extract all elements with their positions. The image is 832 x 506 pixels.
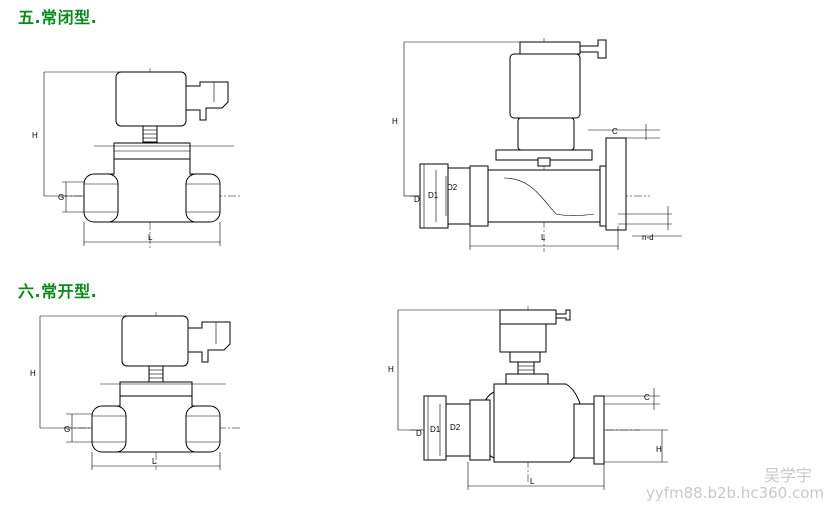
heading-normally-open: 六.常开型. <box>18 282 98 301</box>
heading-normally-closed: 五.常闭型. <box>18 8 98 27</box>
nc-flanged-C-label: C <box>612 127 618 136</box>
no-threaded-H-label: H <box>30 369 36 378</box>
nc-flanged-L-label: L <box>541 233 546 242</box>
nc-flanged-D1-label: D1 <box>428 191 439 200</box>
no-flanged-D-label: D <box>416 429 422 438</box>
no-flanged-H-label: H <box>388 365 394 374</box>
no-threaded-L-label: L <box>152 457 157 466</box>
no-flanged-L-label: L <box>530 477 535 486</box>
no-flanged-valve <box>397 306 668 490</box>
nc-threaded-valve <box>43 68 240 248</box>
no-flanged-C-label: C <box>644 393 650 402</box>
no-flanged-D1-label: D1 <box>430 425 441 434</box>
no-flanged-D2-label: D2 <box>450 423 461 432</box>
no-threaded-G-label: G <box>64 425 70 434</box>
nc-flanged-nd-label: n-d <box>642 233 654 242</box>
nc-threaded-G-label: G <box>58 193 64 202</box>
nc-threaded-L-label: L <box>148 233 153 242</box>
nc-flanged-D-label: D <box>414 195 420 204</box>
nc-flanged-H-label: H <box>392 117 398 126</box>
nc-flanged-valve <box>403 38 682 252</box>
nc-flanged-D2-label: D2 <box>447 183 458 192</box>
nc-threaded-H-label: H <box>32 131 38 140</box>
watermark-name: 吴学宇 <box>763 466 812 485</box>
no-threaded-valve <box>39 312 240 470</box>
watermark-site: yyfm88.b2b.hc360.com <box>645 484 824 502</box>
no-flanged-H2-label: H <box>656 445 662 454</box>
